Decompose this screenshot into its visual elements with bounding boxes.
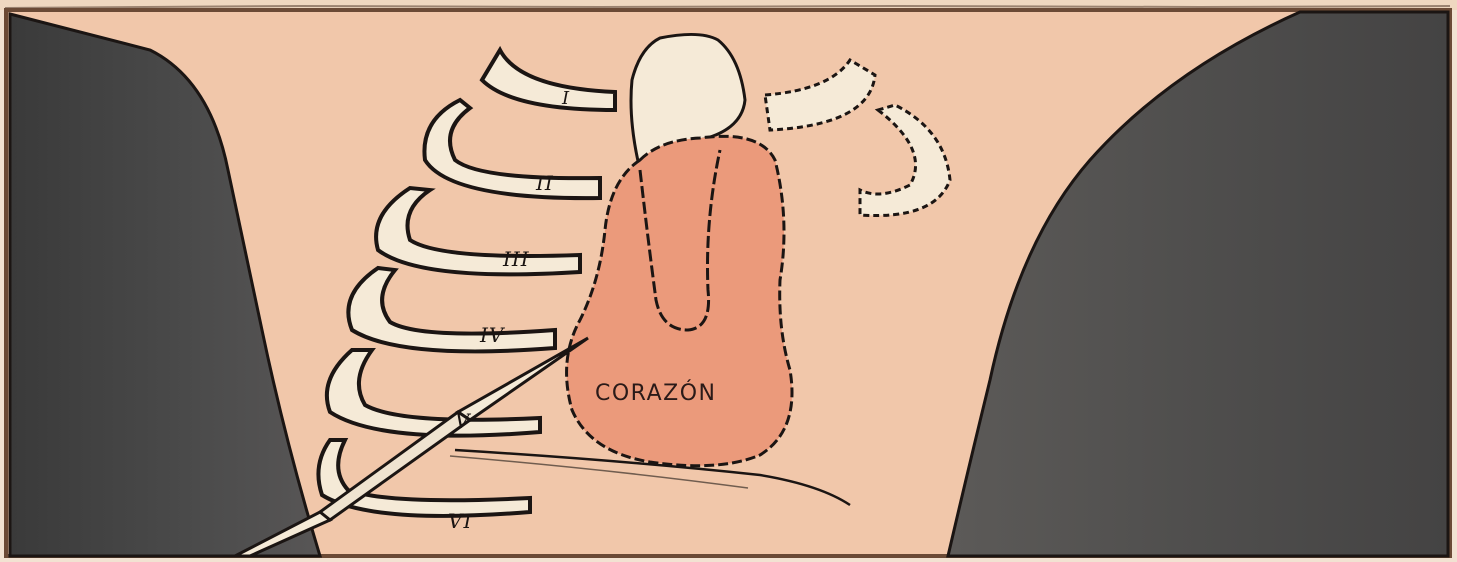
rib-label-3: III <box>502 247 530 271</box>
rib-label-6: VI <box>448 509 472 533</box>
rib-label-4: IV <box>479 323 506 347</box>
heart-label: CORAZÓN <box>595 380 716 406</box>
rib-label-2: II <box>535 171 554 195</box>
rib-label-1: I <box>561 88 570 109</box>
rib-label-5: V <box>455 409 472 433</box>
